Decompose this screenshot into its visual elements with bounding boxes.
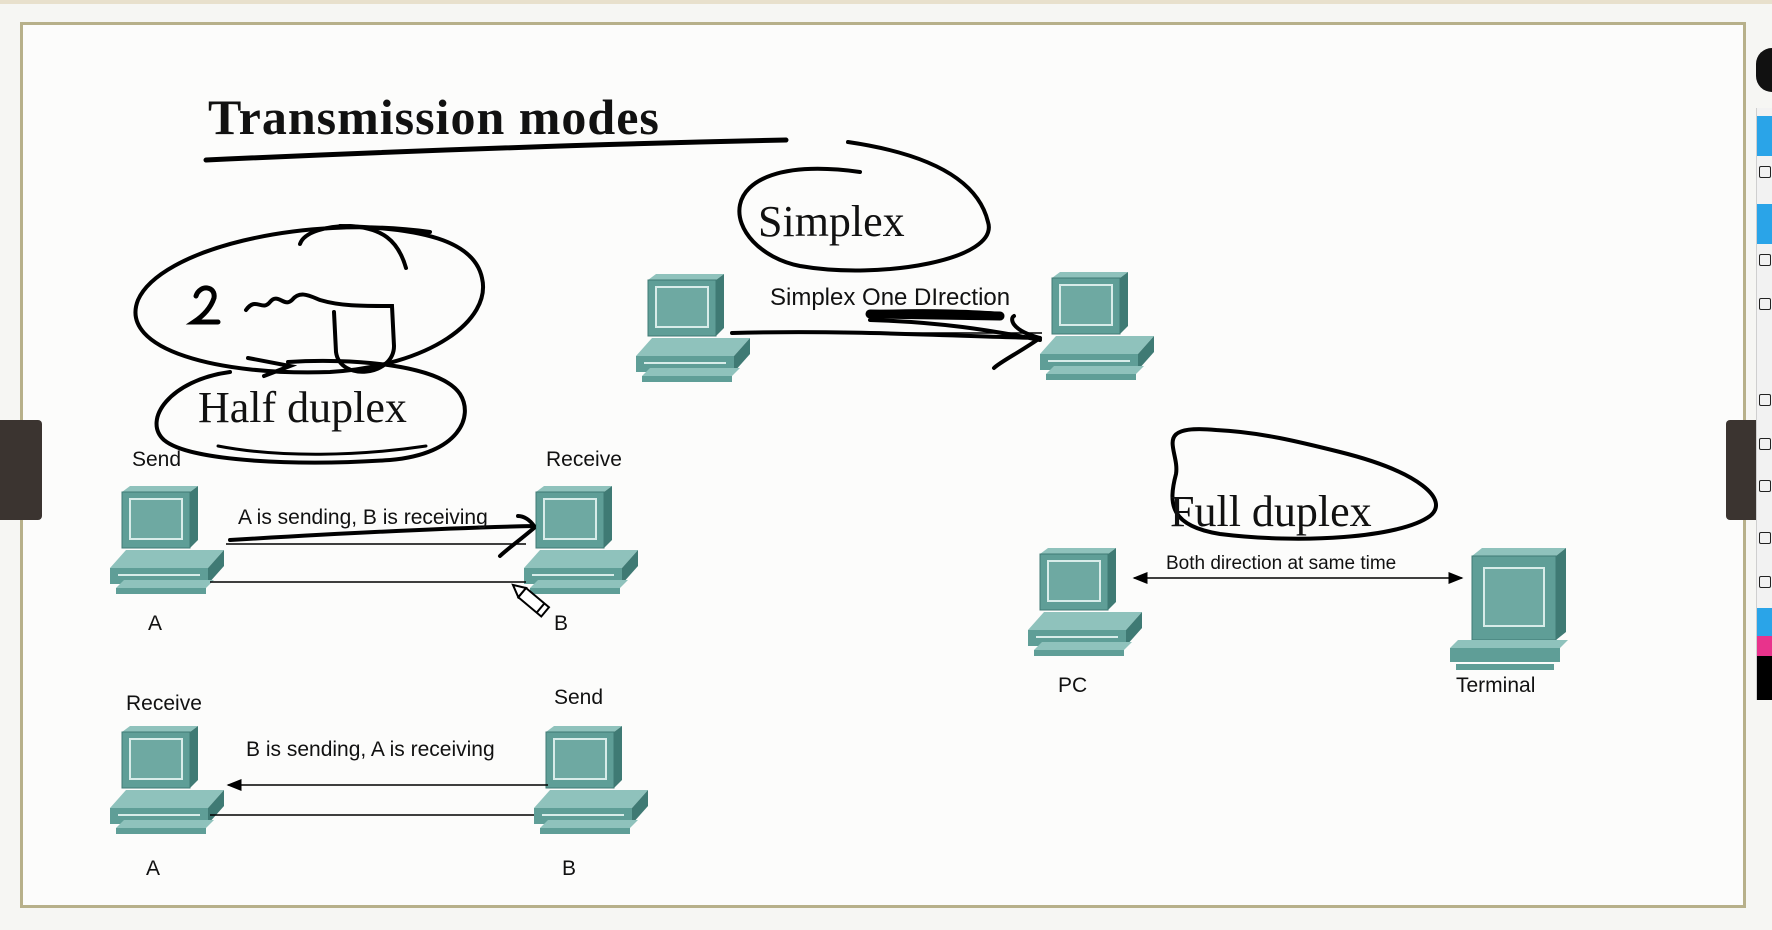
two-way-number [185,285,221,325]
two-way-circle [133,224,486,375]
computer-icon [523,485,639,595]
full-duplex-left-node: PC [1058,674,1088,697]
line-tool-icon[interactable] [1759,254,1771,266]
computer-icon [1039,271,1155,381]
computer-icon [109,485,225,595]
slide-canvas [20,22,1746,908]
half-duplex-top-left-role: Send [132,448,182,471]
toolbar-handle[interactable] [1756,48,1772,92]
simplex-heading: Simplex [758,197,905,246]
title-underline [203,137,789,163]
simplex-arrow-scribble [730,309,1042,370]
computer-icon [109,725,225,835]
eraser-icon[interactable] [1759,298,1771,310]
simplex-circle [737,140,991,273]
half-duplex-heading: Half duplex [198,383,407,432]
select-tool-button[interactable] [1757,116,1772,156]
full-duplex-caption: Both direction at same time [1166,553,1397,574]
half-duplex-top-right-role: Receive [546,448,622,471]
page-top-edge [0,0,1772,4]
highlighter-tool-button[interactable] [1757,204,1772,244]
page-icon[interactable] [1759,576,1771,588]
copy-icon[interactable] [1759,480,1771,492]
color-blue[interactable] [1757,608,1772,636]
screenshot-icon[interactable] [1759,532,1771,544]
color-black[interactable] [1757,656,1772,700]
color-pink[interactable] [1757,636,1772,656]
half-duplex-bottom-left-node: A [146,857,161,880]
full-duplex-right-node: Terminal [1456,674,1536,697]
half-duplex-top-arrow-scribble [228,514,536,558]
half-duplex-circle [154,358,467,465]
pen-tool-icon[interactable] [1759,166,1771,178]
right-resize-handle[interactable] [1726,420,1756,520]
terminal-icon [1450,548,1568,670]
annotation-toolbar [1756,108,1772,700]
pencil-cursor-icon [511,583,551,618]
two-way-word-scribble [244,292,397,374]
delete-icon[interactable] [1759,438,1771,450]
half-duplex-bottom-left-role: Receive [126,692,202,715]
half-duplex-bottom-right-node: B [562,857,577,880]
computer-icon [533,725,649,835]
undo-icon[interactable] [1759,394,1771,406]
half-duplex-bottom-caption: B is sending, A is receiving [246,738,495,761]
half-duplex-top-caption: A is sending, B is receiving [238,506,488,529]
page-title: Transmission modes [208,89,660,145]
half-duplex-top-right-node: B [554,612,569,635]
full-duplex-heading: Full duplex [1170,487,1372,536]
computer-icon [635,273,751,383]
computer-icon [1027,547,1143,657]
full-duplex-circle [1170,427,1438,541]
half-duplex-top-left-node: A [148,612,163,635]
simplex-caption: Simplex One DIrection [770,284,1011,311]
half-duplex-bottom-right-role: Send [554,686,604,709]
left-resize-handle[interactable] [0,420,42,520]
